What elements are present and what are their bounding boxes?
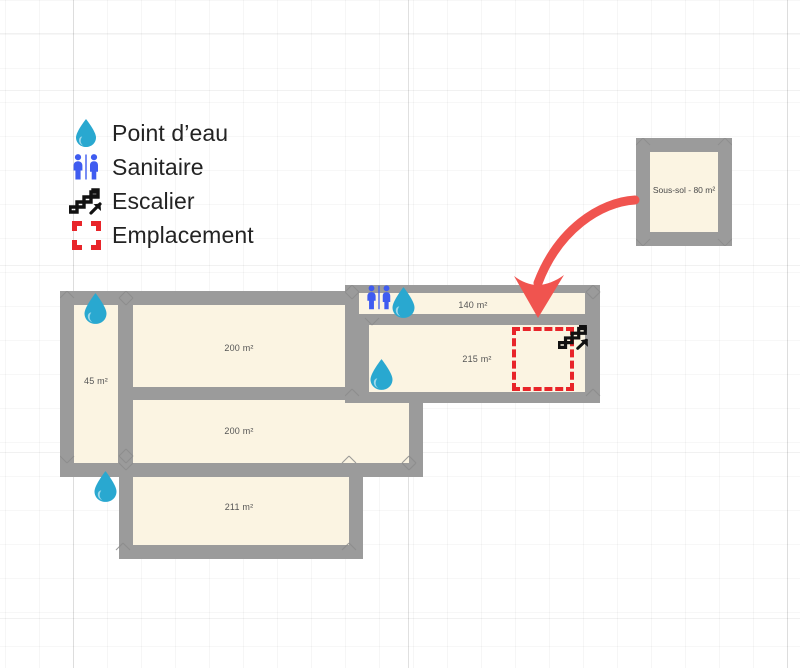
gridline-horizontal-major	[0, 90, 800, 91]
water-drop-icon	[66, 117, 106, 149]
room-45[interactable]	[74, 305, 118, 463]
room-215[interactable]	[369, 325, 585, 392]
emplacement-icon	[66, 219, 106, 251]
water-drop-icon[interactable]	[92, 470, 119, 508]
gridline-horizontal-major	[0, 618, 800, 619]
room-215-label: 215 m²	[462, 354, 492, 364]
legend-item-escalier[interactable]: Escalier	[66, 184, 366, 218]
restroom-icon	[66, 151, 106, 183]
room-140-label: 140 m²	[458, 300, 488, 310]
basement-junction-marks	[636, 138, 732, 246]
gridline-horizontal-major	[0, 33, 800, 34]
right-building-junction-marks	[345, 285, 601, 397]
legend-item-label: Emplacement	[112, 221, 254, 248]
water-drop-icon[interactable]	[82, 292, 109, 330]
legend: Point d’eau Sanitaire	[66, 116, 366, 252]
pointer-arrow-icon	[514, 195, 640, 318]
legend-item-point-deau[interactable]: Point d’eau	[66, 116, 366, 150]
legend-item-sanitaire[interactable]: Sanitaire	[66, 150, 366, 184]
room-211[interactable]	[133, 477, 349, 545]
gridline-vertical-major	[787, 0, 788, 668]
room-211-label: 211 m²	[224, 502, 254, 512]
room-45-label: 45 m²	[83, 376, 109, 386]
gridline-horizontal-major	[0, 265, 800, 266]
water-drop-icon[interactable]	[368, 358, 395, 396]
water-drop-icon[interactable]	[390, 286, 417, 324]
legend-item-label: Escalier	[112, 187, 195, 214]
emplacement-marker[interactable]	[512, 327, 574, 391]
restroom-icon[interactable]	[364, 284, 394, 316]
stairs-icon[interactable]	[557, 322, 590, 357]
legend-item-label: Point d’eau	[112, 119, 229, 146]
legend-item-emplacement[interactable]: Emplacement	[66, 218, 366, 252]
room-200-top-label: 200 m²	[224, 343, 254, 353]
stairs-icon	[66, 185, 106, 217]
basement-label: Sous-sol - 80 m²	[652, 185, 716, 195]
room-200-mid[interactable]	[133, 400, 409, 463]
left-building-junction-marks	[60, 291, 417, 551]
basement-room[interactable]	[650, 152, 718, 232]
room-200-mid-label: 200 m²	[224, 426, 254, 436]
legend-item-label: Sanitaire	[112, 153, 204, 180]
